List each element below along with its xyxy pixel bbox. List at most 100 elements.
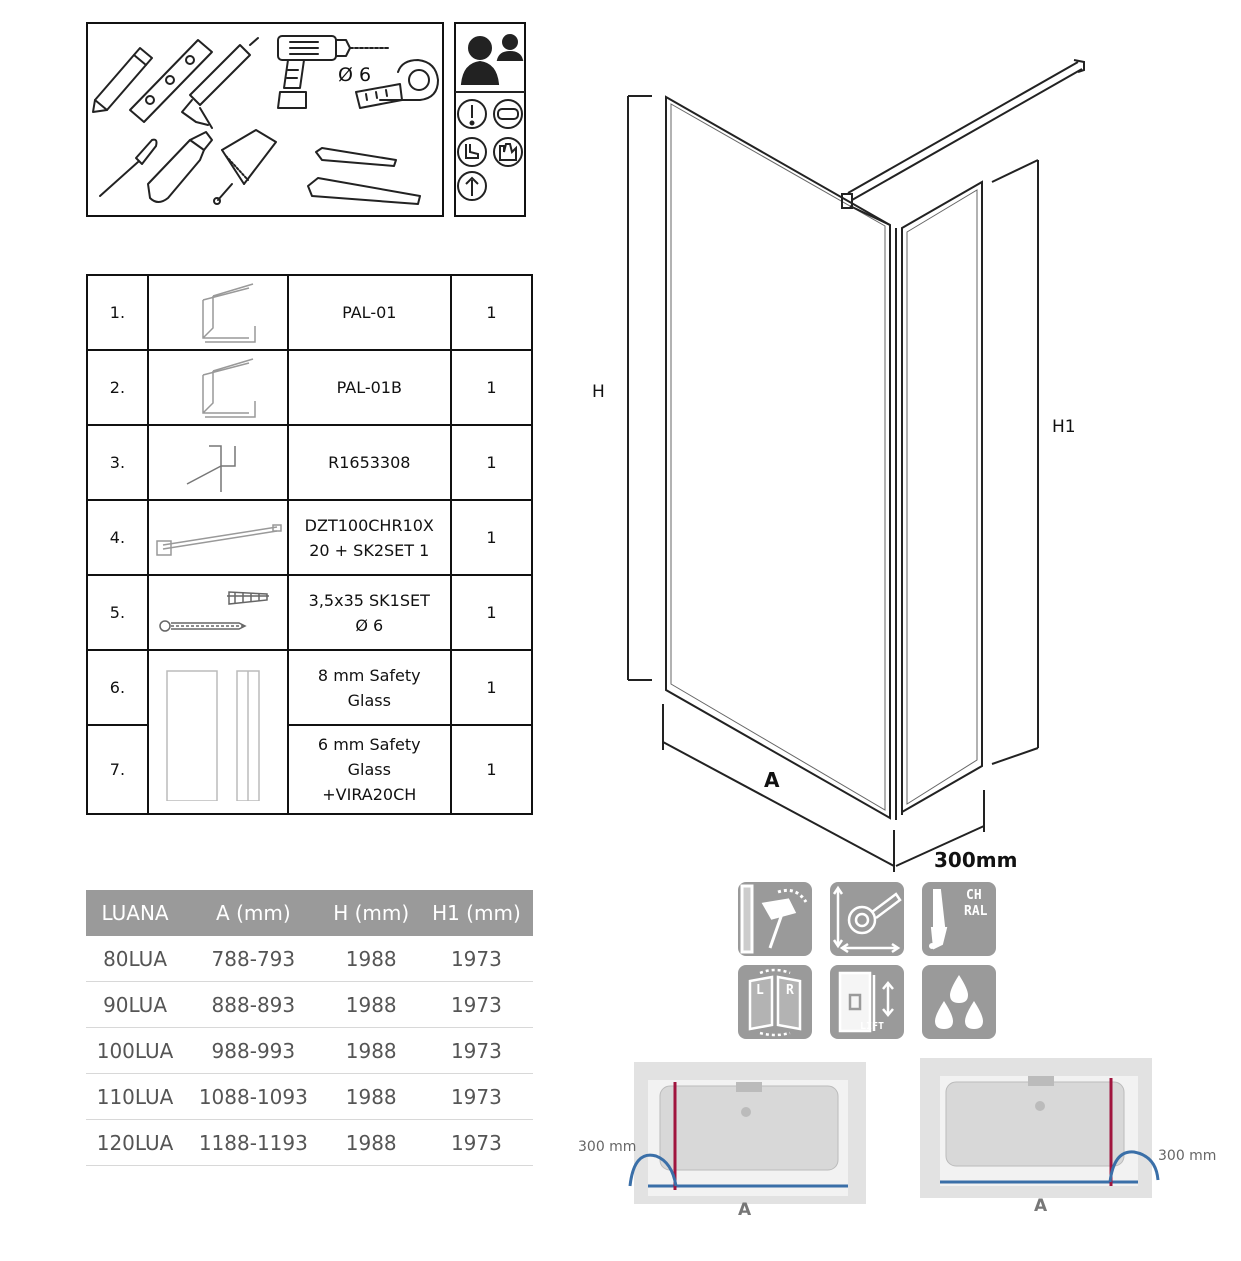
table-cell: 1973 (419, 1119, 533, 1166)
part-image-glass-panels (146, 649, 289, 815)
paint-ral-text: RAL (964, 904, 988, 919)
parts-table: 1. PAL-01 1 2. PAL-01B 1 3. (86, 274, 534, 815)
table-cell: 1988 (322, 981, 420, 1028)
table-row: 3. R1653308 1 (86, 424, 534, 501)
part-qty: 1 (449, 349, 534, 426)
stabilizer-bar (841, 59, 1085, 226)
part-code-line: Glass (347, 760, 391, 779)
table-cell: 1973 (419, 981, 533, 1028)
part-qty: 1 (449, 274, 534, 351)
table-cell: 90LUA (86, 981, 185, 1028)
part-image-screws (146, 574, 289, 651)
right-depth-label: 300 mm (1158, 1148, 1217, 1164)
part-number: 1. (86, 274, 149, 351)
table-row: 1. PAL-01 1 (86, 274, 534, 351)
part-number: 5. (86, 574, 149, 651)
column-header: LUANA (86, 890, 185, 936)
left-install-view (628, 1062, 866, 1204)
part-code: PAL-01B (286, 349, 452, 426)
table-cell: 788-793 (184, 936, 323, 982)
part-qty: 1 (449, 574, 534, 651)
table-row: 5. 3,5x35 SK1SET Ø 6 1 (86, 574, 534, 651)
part-code-line: PAL-01 (342, 303, 397, 322)
main-glass-panel (665, 95, 891, 820)
table-cell: 1988 (322, 1027, 420, 1074)
part-code-line: +VIRA20CH (322, 785, 417, 804)
part-number: 2. (86, 349, 149, 426)
table-cell: 100LUA (86, 1027, 185, 1074)
depth-label: 300mm (934, 848, 1018, 872)
height-dimension-line (627, 95, 652, 681)
part-image-profile (146, 274, 289, 351)
part-code: 3,5x35 SK1SET Ø 6 (286, 574, 452, 651)
part-number: 3. (86, 424, 149, 501)
table-row: 120LUA 1188-1193 1988 1973 (86, 1119, 533, 1166)
lift-text: LIFT (860, 1021, 885, 1032)
table-cell: 1188-1193 (184, 1119, 323, 1166)
table-cell: 1988 (322, 1119, 420, 1166)
column-header: A (mm) (184, 890, 323, 936)
part-qty: 1 (449, 649, 534, 726)
table-cell: 1088-1093 (184, 1073, 323, 1120)
h-label: H (592, 382, 605, 402)
part-code-line: DZT100CHR10X (304, 515, 434, 535)
part-qty: 1 (449, 499, 534, 576)
part-number: 6. (86, 649, 149, 726)
reversible-lr-icon: L R (738, 965, 812, 1039)
lift-door-icon: LIFT (830, 965, 904, 1039)
table-row: 110LUA 1088-1093 1988 1973 (86, 1073, 533, 1120)
tools-panel (86, 22, 444, 217)
table-row: 80LUA 788-793 1988 1973 (86, 936, 533, 982)
part-image-profile (146, 349, 289, 426)
part-image-stabilizer-bar (146, 499, 289, 576)
left-width-label: A (738, 1200, 752, 1220)
sizes-table: LUANA A (mm) H (mm) H1 (mm) 80LUA 788-79… (86, 890, 533, 1166)
table-cell: 120LUA (86, 1119, 185, 1166)
right-width-label: A (1034, 1196, 1048, 1216)
a-label: A (764, 768, 780, 792)
table-cell: 1973 (419, 1073, 533, 1120)
hammer-drill-icon (738, 882, 812, 956)
safety-panel (454, 22, 526, 217)
wall-profile (889, 225, 903, 820)
reversible-left-text: L (756, 983, 764, 998)
table-cell: 80LUA (86, 936, 185, 982)
table-cell: 1988 (322, 936, 420, 982)
drill-diameter-label: Ø 6 (338, 64, 372, 86)
table-cell: 988-993 (184, 1027, 323, 1074)
table-row: 90LUA 888-893 1988 1973 (86, 981, 533, 1028)
paint-ch-text: CH (966, 888, 982, 903)
water-drops-icon (922, 965, 996, 1039)
part-code-line: 3,5x35 SK1SET (308, 590, 430, 610)
h1-label: H1 (1052, 417, 1076, 437)
right-install-view (920, 1058, 1160, 1198)
left-depth-label: 300 mm (578, 1139, 637, 1155)
table-row: 4. DZT100CHR10X 20 + SK2SET 1 1 (86, 499, 534, 576)
reversible-right-text: R (786, 983, 794, 998)
part-code-line: 20 + SK2SET 1 (309, 540, 430, 560)
part-code-line: Ø 6 (355, 615, 384, 635)
part-qty: 1 (449, 724, 534, 815)
return-glass-panel (901, 180, 983, 814)
table-row: 2. PAL-01B 1 (86, 349, 534, 426)
height1-dimension-line (991, 159, 1039, 765)
part-number: 7. (86, 724, 149, 815)
column-header: H1 (mm) (419, 890, 533, 936)
part-code-line: Glass (347, 690, 391, 710)
part-number: 4. (86, 499, 149, 576)
part-code-line: 8 mm Safety (317, 665, 421, 685)
table-cell: 110LUA (86, 1073, 185, 1120)
column-header: H (mm) (322, 890, 420, 936)
table-cell: 1973 (419, 1027, 533, 1074)
part-image-bracket (146, 424, 289, 501)
sizes-header-row: LUANA A (mm) H (mm) H1 (mm) (86, 890, 533, 936)
part-code: PAL-01 (286, 274, 452, 351)
part-qty: 1 (449, 424, 534, 501)
tape-measure-icon (830, 882, 904, 956)
table-cell: 1988 (322, 1073, 420, 1120)
table-cell: 888-893 (184, 981, 323, 1028)
